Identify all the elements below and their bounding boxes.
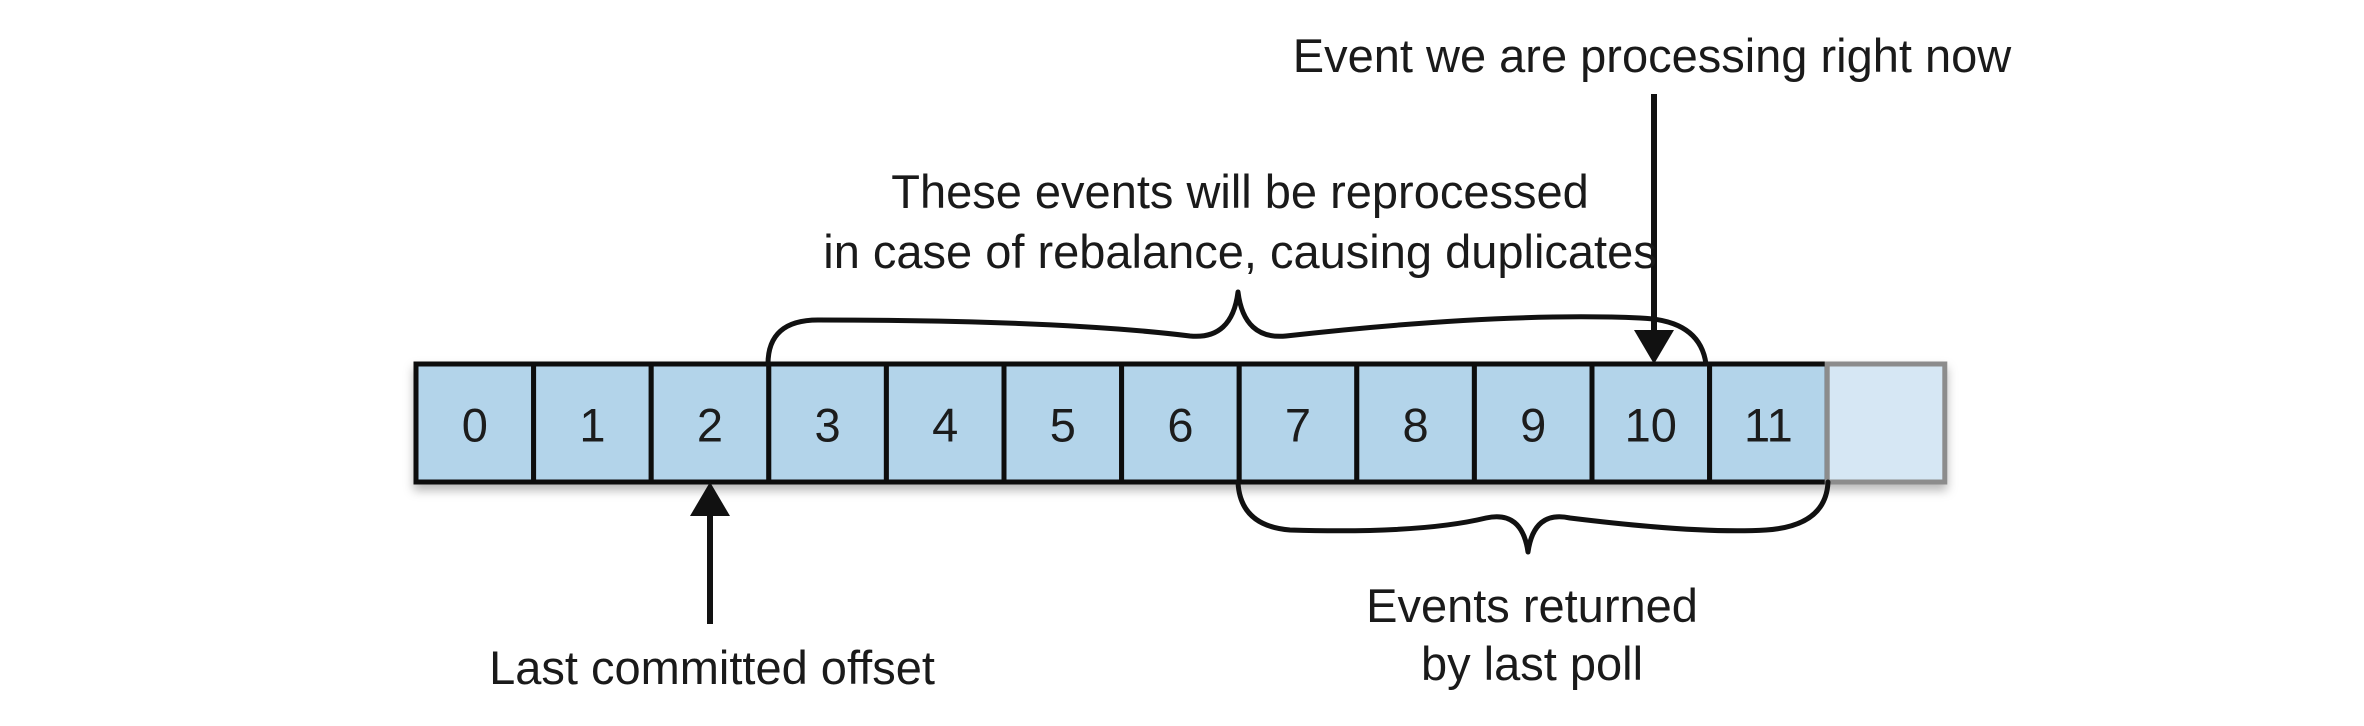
offset-label: 3 bbox=[815, 399, 841, 452]
offset-cell: 8 bbox=[1354, 361, 1477, 485]
label-processing-now: Event we are processing right now bbox=[1293, 29, 2012, 82]
label-returned-line2: by last poll bbox=[1421, 637, 1643, 690]
offset-cell-box bbox=[531, 361, 654, 485]
offset-cell-box bbox=[1707, 361, 1830, 485]
offset-cell: 9 bbox=[1471, 361, 1595, 485]
label-last-committed: Last committed offset bbox=[489, 641, 935, 694]
poll-brace bbox=[1235, 479, 1831, 555]
label-reprocessed-line1: These events will be reprocessed bbox=[891, 165, 1589, 218]
offset-cell: 0 bbox=[413, 361, 537, 485]
offset-cell-box bbox=[1471, 361, 1595, 485]
offset-cell: 10 bbox=[1589, 361, 1713, 485]
label-returned-line1: Events returned bbox=[1366, 579, 1698, 632]
offset-cell-box bbox=[1354, 361, 1477, 485]
committed-arrow bbox=[690, 482, 730, 624]
offset-cell: 3 bbox=[766, 361, 889, 485]
offset-label: 7 bbox=[1285, 399, 1311, 452]
offset-cell-box bbox=[1236, 361, 1360, 485]
offset-cell: 7 bbox=[1236, 361, 1360, 485]
label-reprocessed-line2: in case of rebalance, causing duplicates bbox=[823, 225, 1656, 278]
offset-cell: 1 bbox=[531, 361, 654, 485]
offset-cell-box bbox=[1001, 361, 1125, 485]
pending-offset-cell bbox=[1824, 361, 1948, 485]
offset-cell: 5 bbox=[1001, 361, 1125, 485]
offset-label: 2 bbox=[697, 399, 723, 452]
offset-label: 9 bbox=[1520, 399, 1546, 452]
offset-cell: 4 bbox=[883, 361, 1007, 485]
offset-label: 10 bbox=[1625, 399, 1677, 452]
offset-cell: 11 bbox=[1707, 361, 1830, 485]
offset-cell-box bbox=[1119, 361, 1242, 485]
processing-arrow bbox=[1634, 94, 1674, 364]
offset-label: 11 bbox=[1744, 399, 1793, 452]
offset-cell: 6 bbox=[1119, 361, 1242, 485]
offset-cell: 2 bbox=[648, 361, 772, 485]
reprocess-brace bbox=[765, 289, 1709, 367]
offset-cell-box bbox=[413, 361, 537, 485]
partition-log: 0 1 2 3 4 5 6 7 8 9 10 11 bbox=[413, 361, 1948, 485]
offset-cell-box bbox=[883, 361, 1007, 485]
offset-label: 4 bbox=[932, 399, 958, 452]
offset-label: 5 bbox=[1050, 399, 1076, 452]
offset-label: 0 bbox=[462, 399, 488, 452]
offset-label: 1 bbox=[579, 399, 605, 452]
offset-label: 6 bbox=[1167, 399, 1193, 452]
offset-label: 8 bbox=[1403, 399, 1429, 452]
